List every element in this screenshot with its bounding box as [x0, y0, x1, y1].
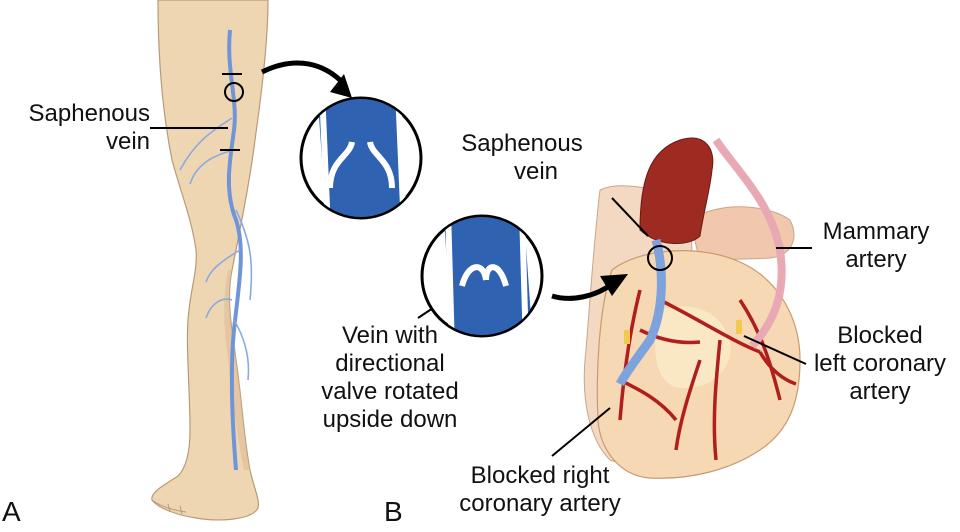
mammary-label-line1: Mammary [822, 218, 930, 245]
mammary-label: Mammary artery [806, 218, 946, 274]
blocked-left-label-line3: artery [849, 378, 911, 405]
leg-saphenous-label-line1: Saphenous [28, 100, 150, 127]
heart-saphenous-label-line1: Saphenous [461, 130, 583, 157]
panel-label-a: A [2, 496, 21, 527]
valve-label-line2: directional [335, 350, 445, 377]
aorta [639, 137, 714, 245]
leg-valve-circle [224, 82, 244, 102]
left-blockage [736, 320, 742, 334]
mammary-label-line2: artery [845, 246, 907, 273]
blocked-right-leader [551, 407, 611, 457]
magnified-vein-upright [299, 96, 423, 220]
valve-label-line3: valve rotated [321, 378, 459, 405]
leg-saphenous-label-line2: vein [105, 128, 150, 155]
leg-saphenous-vein [226, 29, 243, 471]
panel-label-b: B [384, 496, 403, 527]
arrow-zoom-to-heart-head [600, 274, 628, 296]
valve-label-line4: upside down [322, 406, 458, 433]
mammary-artery-graft [712, 137, 786, 349]
blocked-right-label-line2: coronary artery [459, 490, 621, 517]
graft-valve-circle [647, 245, 673, 271]
leg-illustration [150, 0, 269, 521]
arrow-leg-to-zoom-head [330, 74, 352, 98]
heart-saphenous-graft [615, 238, 666, 387]
heart-saphenous-label-line2: vein [513, 158, 559, 185]
blocked-right-label: Blocked right coronary artery [440, 462, 640, 518]
heart-illustration [417, 137, 812, 479]
leg-saphenous-label: Saphenous vein [10, 100, 150, 156]
coronary-arteries [618, 289, 797, 461]
right-blockage [624, 330, 630, 344]
blocked-left-label: Blocked left coronary artery [800, 322, 960, 406]
valve-label: Vein with directional valve rotated upsi… [300, 322, 480, 434]
blocked-left-leader [743, 335, 807, 365]
magnified-vein-rotated [420, 214, 544, 338]
heart-saphenous-label: Saphenous vein [452, 130, 592, 186]
foot-toes [151, 499, 187, 515]
leg-vein-branches [179, 117, 253, 381]
valve-label-line1: Vein with [341, 322, 439, 349]
leg-shading [224, 270, 250, 470]
arrow-leg-to-zoom [260, 60, 342, 82]
blocked-right-label-line1: Blocked right [470, 462, 610, 489]
blocked-left-label-line1: Blocked [837, 322, 923, 349]
blocked-left-label-line2: left coronary [813, 350, 947, 377]
heart-saphenous-leader [611, 197, 649, 237]
